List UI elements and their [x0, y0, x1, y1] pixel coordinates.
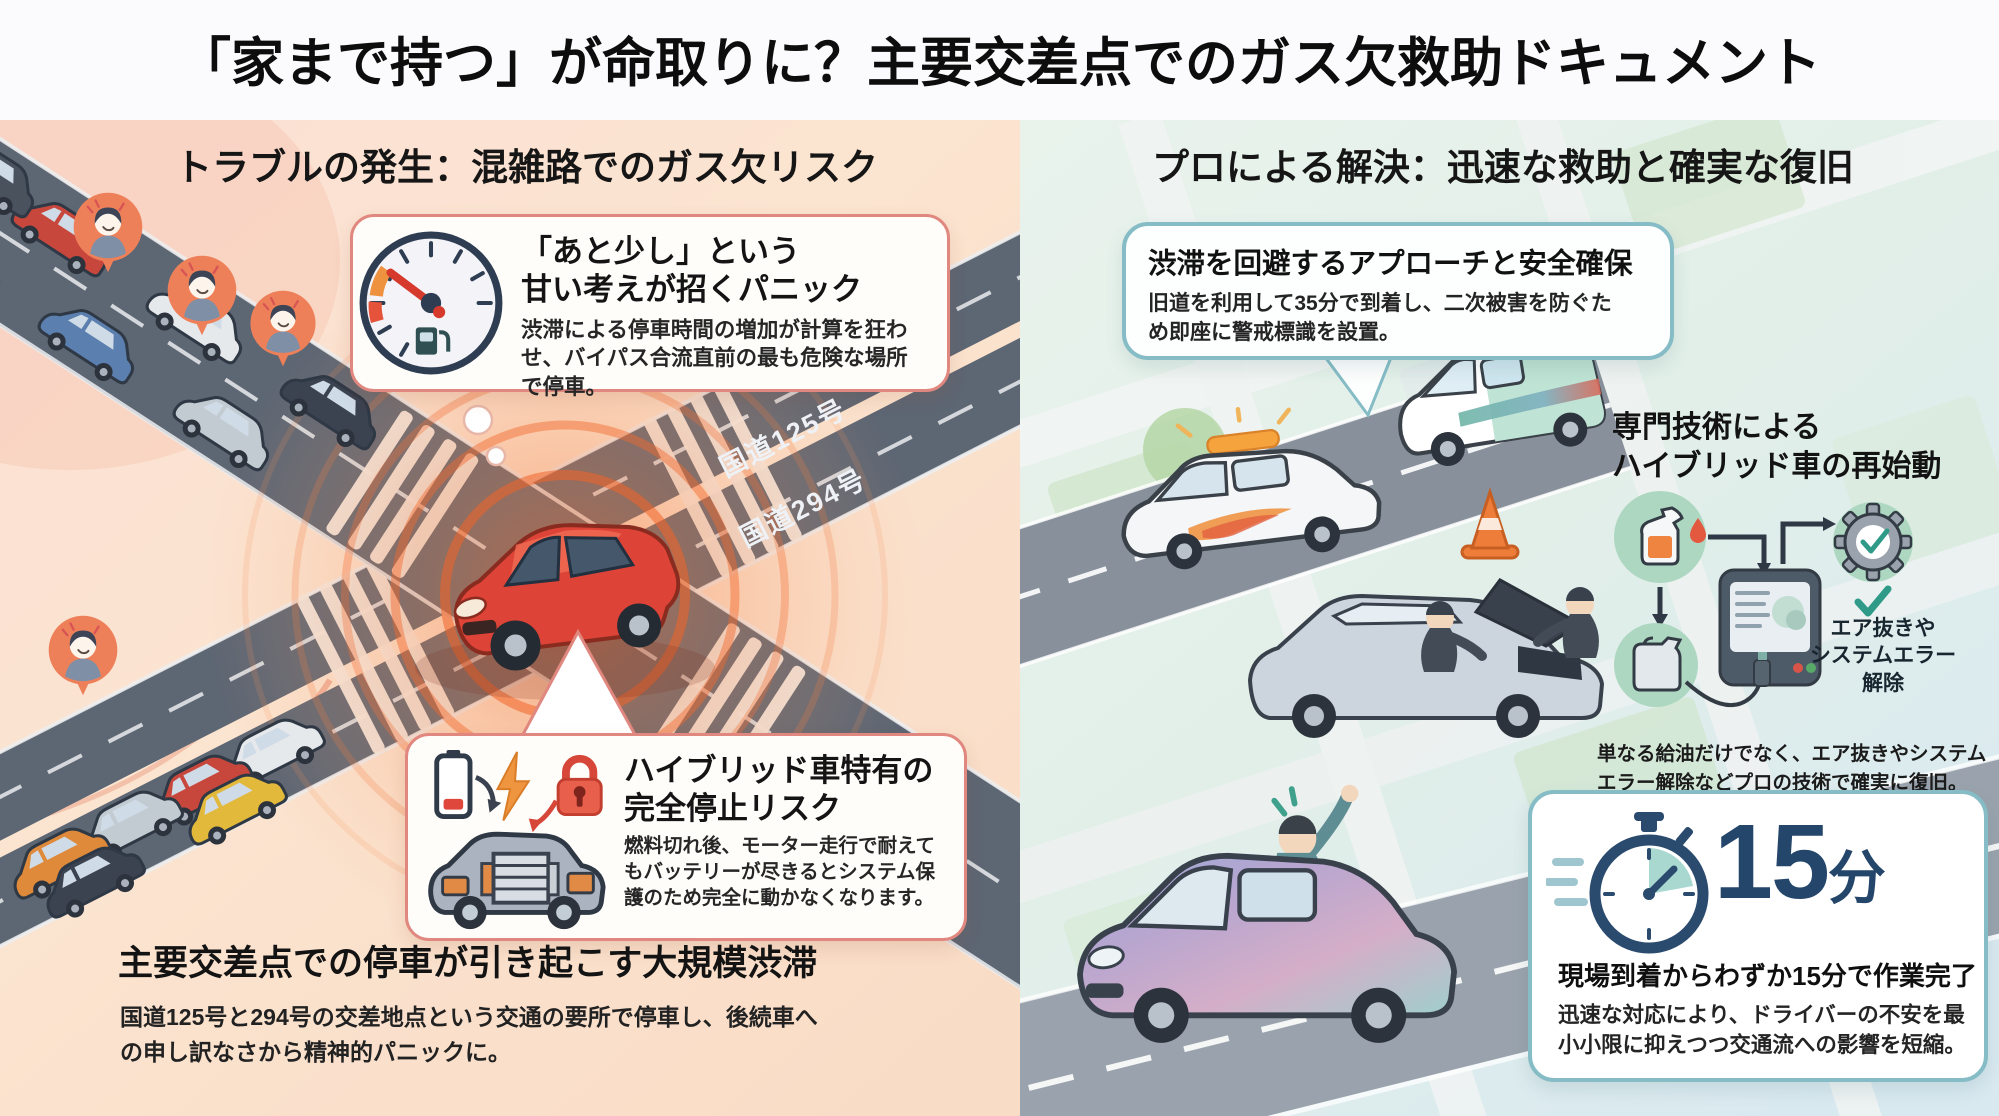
flash-sparks-icon [1175, 407, 1292, 438]
time-value: 15分 [1714, 803, 1886, 921]
hybrid-risk-callout: ハイブリッド車特有の 完全停止リスク 燃料切れ後、モーター走行で耐えてもバッテリ… [405, 733, 967, 941]
left-section-header: トラブルの発生：混雑路でのガス欠リスク [175, 147, 878, 188]
check-icon [1854, 585, 1892, 617]
fuel-gauge-icon [359, 231, 503, 375]
mechanics-scene [1247, 578, 1605, 738]
hybrid-motor-car-icon [428, 831, 606, 930]
fuel-bottle-icon [1640, 506, 1684, 566]
stopwatch-icon [1546, 812, 1709, 954]
amber-light-bar-icon [1206, 429, 1280, 455]
lock-icon [556, 754, 603, 817]
thought-bubble-icon [485, 445, 507, 467]
approach-callout: 渋滞を回避するアプローチと安全確保 旧道を利用して35分で到着し、二次被害を防ぐ… [1122, 222, 1674, 360]
rescue-car [1121, 407, 1382, 570]
right-section-header: プロによる解決：迅速な救助と確実な復旧 [1152, 147, 1854, 188]
hybrid-callout-title: ハイブリッド車特有の 完全停止リスク [624, 753, 934, 826]
title-bar: 「家まで持つ」が命取りに？主要交差点でのガス欠救助ドキュメント [0, 0, 1999, 120]
thought-bubble-icon [462, 404, 494, 436]
lightning-icon [495, 751, 531, 821]
time-callout-heading: 現場到着からわずか15分で作業完了 [1558, 961, 1977, 991]
hybrid-system-icons [428, 749, 606, 930]
page-title: 「家まで持つ」が命取りに？主要交差点でのガス欠救助ドキュメント [178, 34, 1821, 93]
restart-heading: 専門技術による ハイブリッド車の再始動 [1612, 411, 1942, 483]
left-footer-heading: 主要交差点での停車が引き起こす大規模渋滞 [118, 944, 818, 983]
approach-callout-title: 渋滞を回避するアプローチと安全確保 [1148, 248, 1633, 280]
mechanic-figure [1533, 587, 1599, 658]
time-callout: 15分 現場到着からわずか15分で作業完了 迅速な対応により、ドライバーの不安を… [1528, 790, 1988, 1082]
restart-body: 単なる給油だけでなく、エア抜きやシステムエラー解除などプロの技術で確実に復旧。 [1597, 743, 1987, 795]
mechanic-figure [1421, 601, 1487, 672]
panic-callout-title: 「あと少し」という 甘い考えが招くパニック [521, 234, 862, 307]
approach-callout-body: 旧道を利用して35分で到着し、二次被害を防ぐため即座に警戒標識を設置。 [1148, 292, 1612, 344]
restart-icon-caption: エア抜きや システムエラー 解除 [1809, 617, 1957, 695]
traffic-cone-icon [1460, 487, 1520, 560]
panic-callout: 「あと少し」という 甘い考えが招くパニック 渋滞による停車時間の増加が計算を狂わ… [350, 214, 950, 399]
gear-check-icon [1833, 502, 1913, 582]
hybrid-callout-body: 燃料切れ後、モーター走行で耐えてもバッテリーが尽きるとシステム保護のため完全に動… [624, 834, 936, 910]
left-illustration [0, 120, 1020, 1116]
oil-drop-icon [1690, 518, 1706, 543]
diagnostic-device-icon [1718, 568, 1822, 687]
left-footer: 主要交差点での停車が引き起こす大規模渋滞 国道125号と294号の交差地点という… [118, 935, 858, 1069]
stranded-red-car [453, 523, 681, 671]
battery-low-icon [434, 749, 473, 819]
fuel-pump-icon [415, 327, 451, 355]
right-section: プロによる解決：迅速な救助と確実な復旧 渋滞を回避するアプローチと安全確保 旧道… [1020, 120, 1999, 1116]
left-section: トラブルの発生：混雑路でのガス欠リスク [0, 120, 1020, 1116]
time-callout-body: 迅速な対応により、ドライバーの不安を最小小限に抑えつつ交通流への影響を短縮。 [1558, 1003, 1966, 1058]
speed-lines-icon [1546, 858, 1588, 906]
left-footer-body: 国道125号と294号の交差地点という交通の要所で停車し、後続車への申し訳なさか… [120, 1004, 818, 1065]
panic-callout-body: 渋滞による停車時間の増加が計算を狂わせ、バイパス合流直前の最も危険な場所で停車。 [521, 317, 908, 400]
happy-driver-car [1077, 784, 1458, 1043]
restart-flow-icons [1614, 491, 1913, 708]
jerry-can-icon [1632, 636, 1683, 692]
